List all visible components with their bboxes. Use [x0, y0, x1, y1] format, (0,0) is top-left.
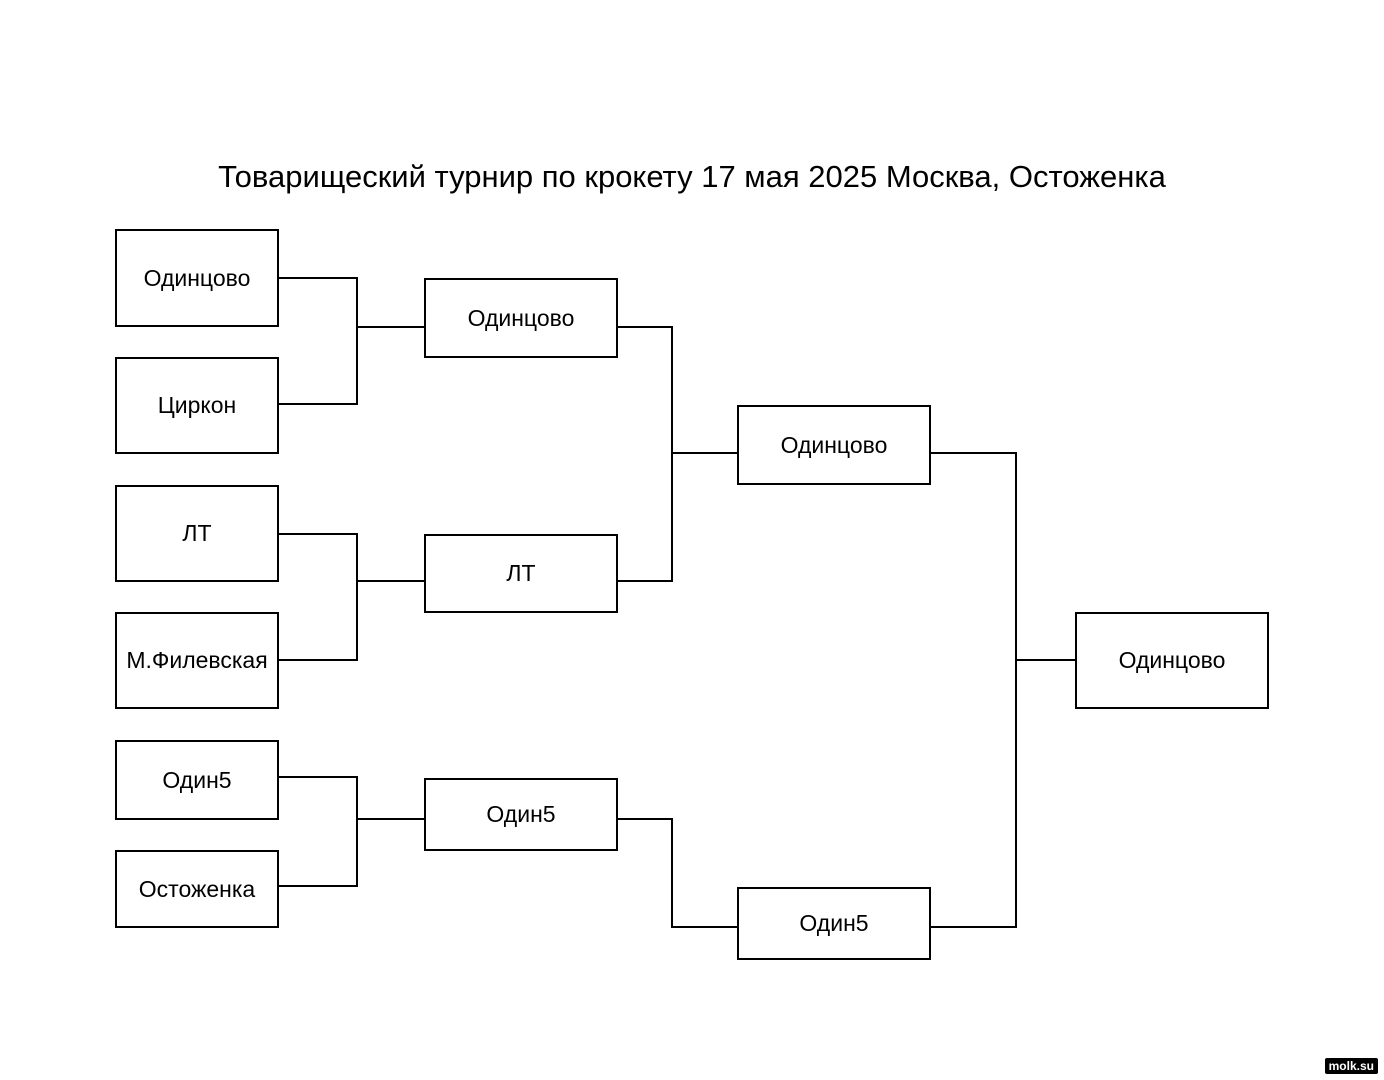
team-label: ЛТ [506, 560, 536, 586]
page-title: Товарищеский турнир по крокету 17 мая 20… [218, 159, 1166, 194]
team-box-r1-4: М.Филевская [115, 612, 279, 709]
team-box-r3-2: Один5 [737, 887, 931, 960]
team-label: Одинцово [1118, 647, 1226, 673]
team-box-r3-1: Одинцово [737, 405, 931, 485]
team-box-r2-1: Одинцово [424, 278, 618, 358]
connector-r1-b [278, 533, 358, 661]
connector-r1-a [278, 277, 358, 405]
connector-r3 [930, 452, 1017, 928]
team-label: М.Филевская [126, 647, 268, 673]
connector-r1-c [278, 776, 358, 887]
team-box-r1-2: Циркон [115, 357, 279, 454]
team-box-final: Одинцово [1075, 612, 1269, 709]
team-box-r1-5: Один5 [115, 740, 279, 820]
team-label: Одинцово [143, 264, 251, 291]
team-label: Одинцово [467, 304, 575, 331]
team-label: Циркон [157, 392, 237, 418]
team-box-r2-3: Один5 [424, 778, 618, 851]
team-label: ЛТ [182, 520, 212, 546]
connector-r2-a [617, 326, 673, 582]
watermark: molk.su [1324, 1058, 1378, 1074]
connector-r2-b [617, 818, 738, 928]
team-label: Один5 [162, 766, 232, 793]
team-label: Один5 [799, 910, 869, 936]
team-box-r2-2: ЛТ [424, 534, 618, 613]
team-label: Один5 [486, 801, 556, 827]
team-box-r1-6: Остоженка [115, 850, 279, 928]
team-label: Одинцово [780, 431, 888, 458]
team-box-r1-1: Одинцово [115, 229, 279, 327]
team-label: Остоженка [138, 875, 256, 902]
team-box-r1-3: ЛТ [115, 485, 279, 582]
